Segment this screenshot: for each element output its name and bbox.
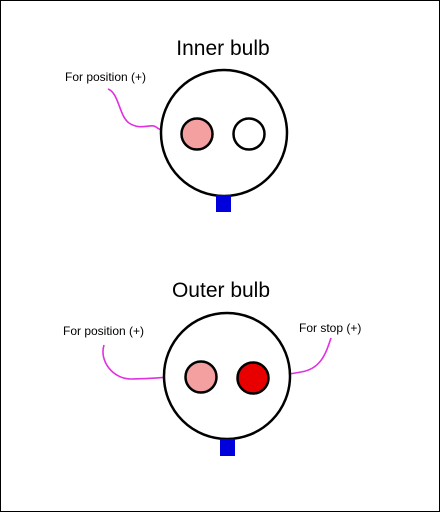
outer-bulb-group: Outer bulb For position (+) For stop (+) [63,279,361,456]
inner-bulb-group: Inner bulb For position (+) [65,37,289,212]
inner-empty-contact [232,117,266,151]
inner-bulb-socket [159,68,289,198]
outer-position-contact [184,360,218,394]
outer-position-label: For position (+) [63,324,144,338]
outer-bulb-socket [162,311,292,441]
outer-ground-tab [220,439,235,456]
outer-bulb-title: Outer bulb [172,279,270,302]
inner-ground-tab [216,195,231,212]
inner-bulb-title: Inner bulb [176,37,269,60]
outer-stop-label: For stop (+) [299,321,361,335]
inner-position-label: For position (+) [65,70,146,84]
inner-position-contact [180,117,214,151]
outer-stop-contact [236,361,270,395]
